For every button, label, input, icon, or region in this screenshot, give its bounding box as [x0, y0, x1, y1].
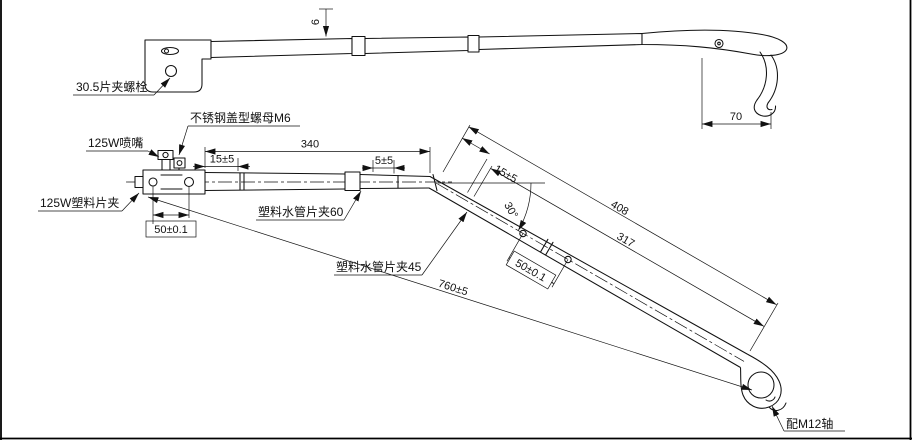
- clamp-bolt-hole: [164, 64, 178, 78]
- dim-15-slope: 15±5: [492, 163, 519, 186]
- dim-760: 760±5: [437, 278, 470, 299]
- dim-6: 6: [310, 19, 322, 25]
- label-cap-nut: 不锈钢盖型螺母M6: [190, 111, 291, 125]
- dim-408: 408: [609, 199, 631, 219]
- label-pipe-clamp-60: 塑料水管片夹60: [258, 204, 344, 219]
- dim-317: 317: [615, 231, 637, 251]
- label-nozzle: 125W喷嘴: [88, 136, 143, 150]
- dim-70: 70: [730, 111, 742, 123]
- dim-340: 340: [301, 139, 319, 151]
- dim-5: 5±5: [375, 155, 393, 167]
- dim-50-bracket: 50±0.1: [154, 224, 188, 236]
- label-clamp-bolt: 30.5片夹螺栓: [76, 79, 147, 94]
- dim-15-left: 15±5: [210, 154, 234, 166]
- cap-nut-part: [173, 157, 186, 169]
- top-view-dimensions: 6 70 30.5片夹螺栓: [73, 8, 772, 129]
- top-view-geometry: [144, 29, 788, 117]
- nozzle-part: [157, 149, 174, 161]
- label-m12-shaft: 配M12轴: [786, 416, 833, 431]
- label-plastic-clamp: 125W塑料片夹: [40, 195, 119, 210]
- side-view-geometry: [126, 149, 787, 412]
